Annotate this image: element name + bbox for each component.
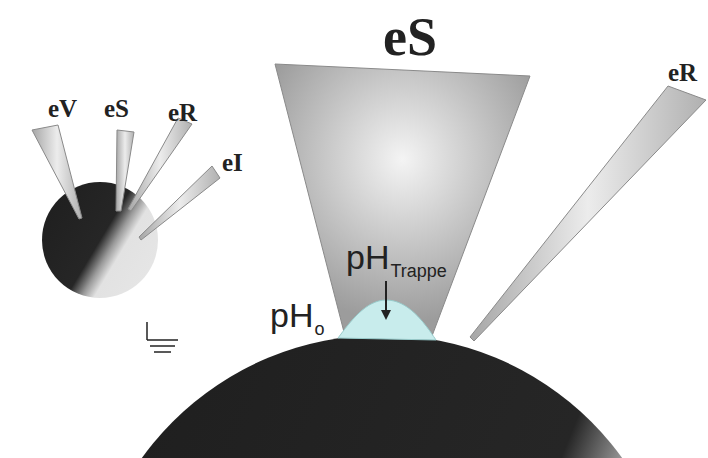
ph-label: pH bbox=[346, 240, 389, 274]
pipette-es bbox=[275, 64, 530, 336]
electrode-label: eI bbox=[222, 150, 243, 175]
cell-body bbox=[86, 335, 678, 458]
pipette-er bbox=[470, 86, 706, 341]
inset-pipette-es bbox=[116, 130, 134, 211]
inset-pipette-ei bbox=[139, 166, 220, 240]
ph-label: pH bbox=[270, 298, 313, 332]
ground-symbol bbox=[147, 322, 178, 352]
electrode-label: eR bbox=[168, 100, 197, 125]
pointer-line bbox=[385, 281, 387, 312]
electrode-label: eR bbox=[668, 60, 697, 85]
pointer-head bbox=[381, 310, 391, 320]
ph-subscript: o bbox=[314, 320, 324, 338]
electrode-label: eV bbox=[48, 96, 77, 121]
ph-subscript: Trappe bbox=[390, 262, 446, 280]
inset-pipette-ev bbox=[32, 125, 82, 219]
title-electrode-label: eS bbox=[383, 10, 437, 64]
electrode-label: eS bbox=[104, 96, 129, 121]
